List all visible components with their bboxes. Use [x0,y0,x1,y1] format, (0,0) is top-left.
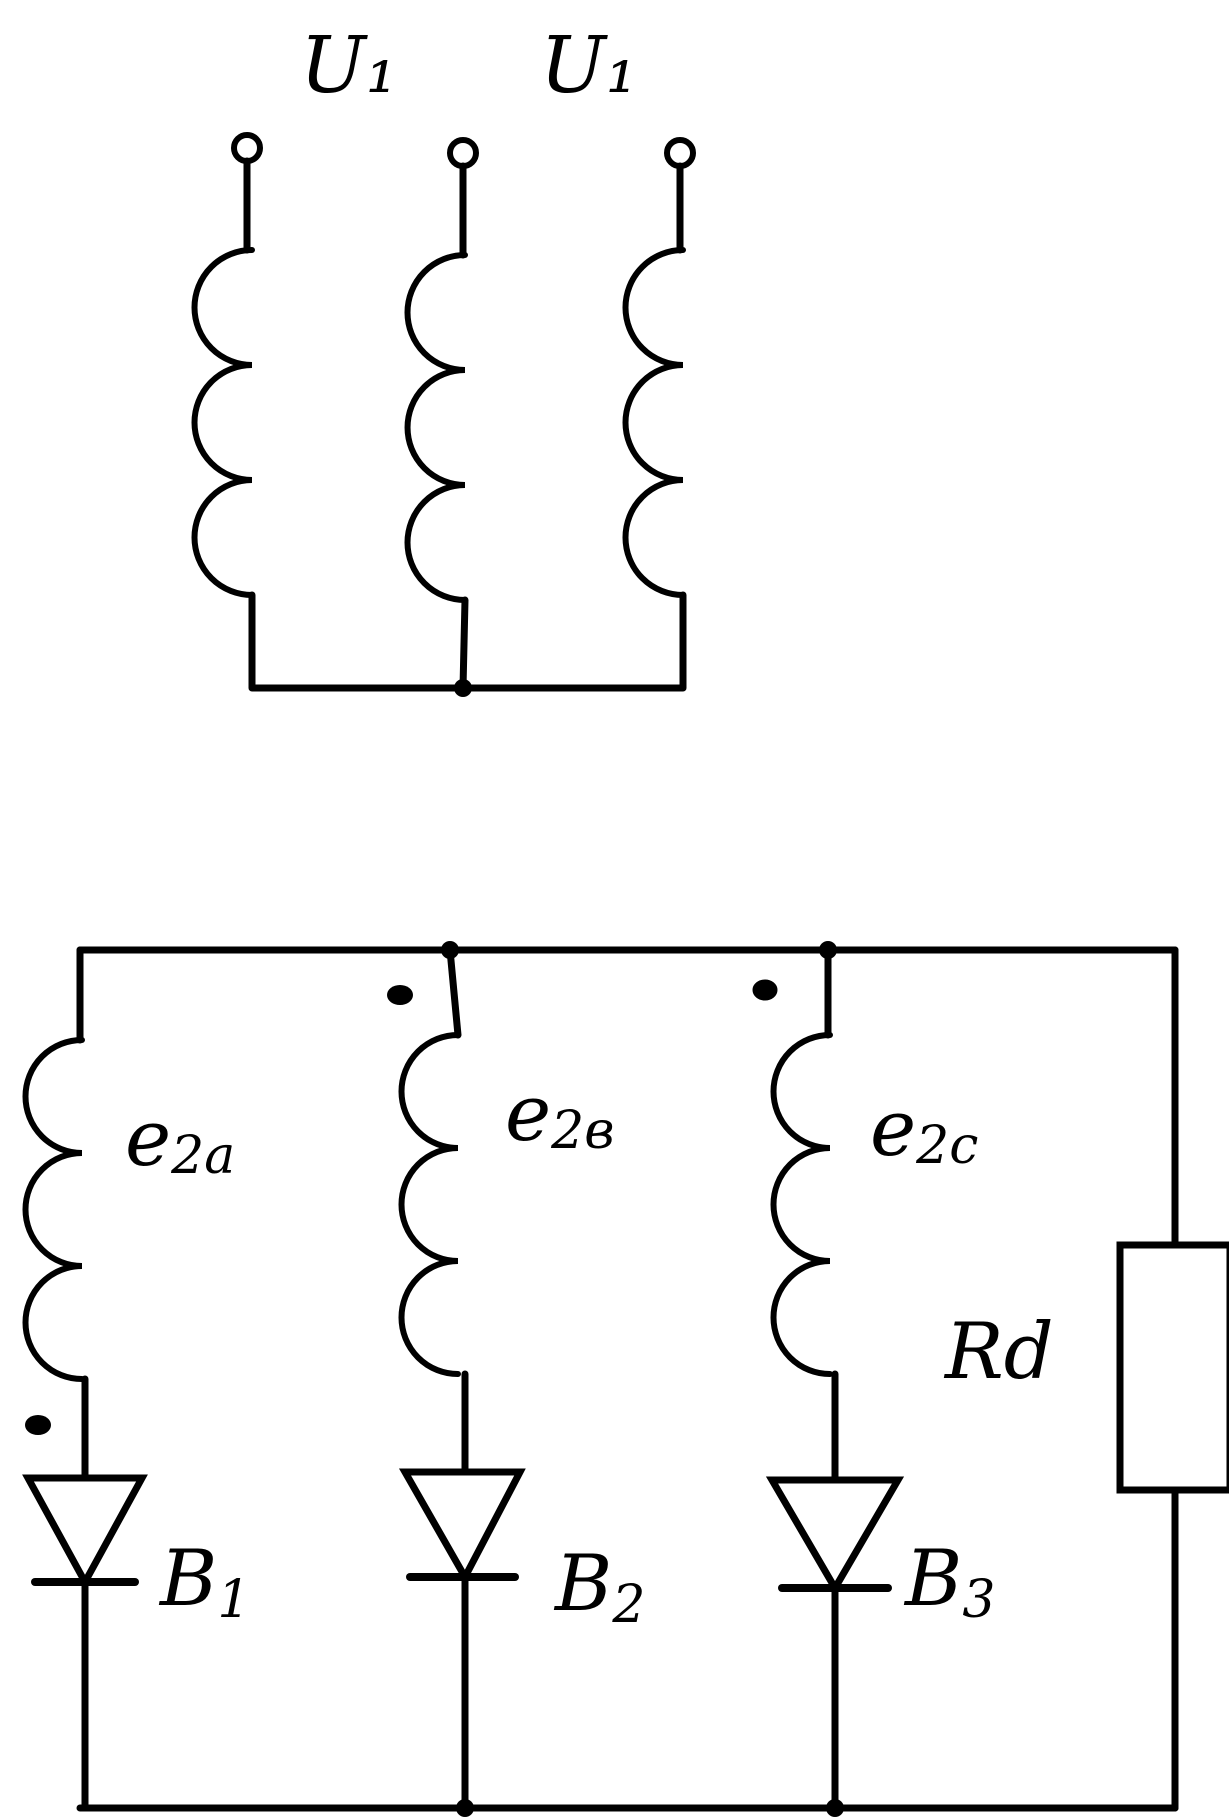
primary-windings: U₁ U₁ [191,21,696,697]
emf-label-c: e2c [870,1084,978,1176]
terminal-b [447,137,479,169]
secondary-circuit: e2a B1 e2в B2 e2c B3 [22,941,1229,1817]
primary-label-1: U₁ [300,21,397,111]
terminal-c [664,137,696,169]
primary-label-2: U₁ [540,21,637,111]
diode-label-b3: B3 [903,1534,995,1630]
polarity-dot-b [387,985,413,1005]
secondary-leg-b: e2в B2 [387,946,645,1812]
polarity-dot-a [25,1415,51,1435]
diode-b3-anode [765,1476,905,1595]
diode-b2-anode [398,1468,526,1585]
polarity-dot-c [752,979,778,1001]
secondary-leg-a: e2a B1 [22,946,250,1812]
terminal-a [231,132,263,164]
primary-winding-b [404,137,479,692]
emf-label-a: e2a [125,1094,235,1186]
load-label: Rd [943,1307,1054,1397]
resistor-body [1116,1241,1229,1494]
diode-label-b2: B2 [553,1539,645,1635]
secondary-leg-c: e2c B3 [752,946,995,1812]
neutral-node [454,679,472,697]
load-resistor: Rd [943,946,1229,1812]
emf-label-b: e2в [505,1069,615,1161]
diode-b1-anode [22,1474,148,1590]
diode-label-b1: B1 [158,1534,250,1630]
primary-winding-c [459,137,696,692]
primary-winding-a [191,132,467,692]
